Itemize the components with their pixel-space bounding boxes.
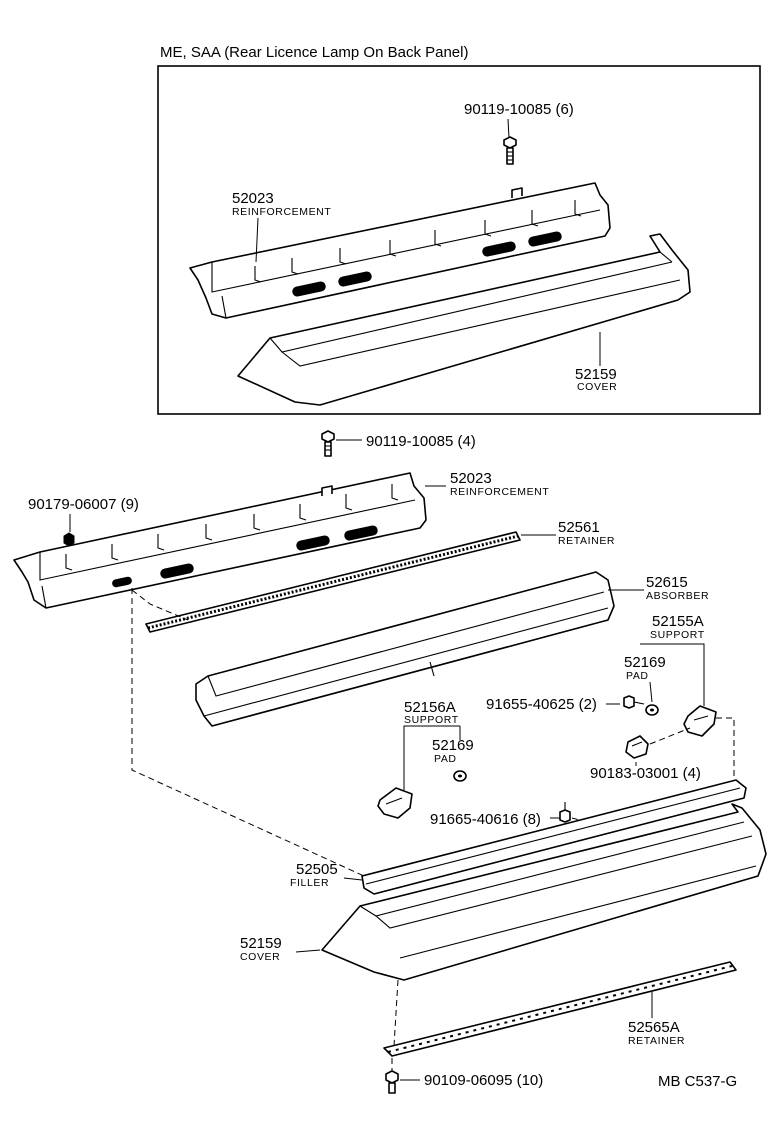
inset-frame	[157, 65, 761, 415]
leader-line	[640, 643, 705, 706]
support-right-name: SUPPORT	[650, 629, 705, 641]
support-right-number: 52155A	[652, 613, 704, 630]
clip-label: 90183-03001 (4)	[590, 765, 701, 782]
lower-bolt-label: 90109-06095 (10)	[424, 1072, 543, 1089]
dashed-guide	[649, 727, 691, 745]
bolt-icon	[321, 430, 335, 457]
filler-part	[361, 779, 747, 895]
dashed-guide	[131, 589, 189, 621]
filler-name: FILLER	[290, 877, 329, 889]
dashed-guide	[393, 979, 399, 1047]
inset-cover-number: 52159	[575, 366, 617, 383]
leader-line	[649, 681, 653, 703]
leader-line	[255, 217, 259, 263]
inset-bolt-icon	[503, 136, 517, 165]
absorber-number: 52615	[646, 574, 688, 591]
inset-cover-name: COVER	[577, 381, 617, 393]
absorber-part	[195, 571, 615, 727]
filler-number: 52505	[296, 861, 338, 878]
screw-right-icon	[623, 695, 645, 709]
clip-icon	[625, 735, 649, 759]
inset-title: ME, SAA (Rear Licence Lamp On Back Panel…	[160, 44, 468, 61]
pad-right-number: 52169	[624, 654, 666, 671]
lower-retainer-name: RETAINER	[628, 1035, 685, 1047]
inset-cover-part	[237, 233, 691, 406]
inset-reinforcement-name: REINFORCEMENT	[232, 206, 331, 218]
pad-left-part	[453, 770, 467, 782]
leader-line	[343, 877, 363, 881]
leader-line	[403, 725, 460, 790]
nut-label: 90179-06007 (9)	[28, 496, 139, 513]
support-left-number: 52156A	[404, 699, 456, 716]
lower-retainer-part	[383, 961, 737, 1057]
screw-left-label: 91665-40616 (8)	[430, 811, 541, 828]
cover-name: COVER	[240, 951, 280, 963]
retainer-name: RETAINER	[558, 535, 615, 547]
dashed-guide	[716, 717, 735, 782]
retainer-number: 52561	[558, 519, 600, 536]
pad-right-name: PAD	[626, 670, 649, 682]
support-left-part	[377, 787, 413, 819]
drawing-code: MB C537-G	[658, 1073, 737, 1090]
screw-right-label: 91655-40625 (2)	[486, 696, 597, 713]
inset-reinforcement-part	[189, 182, 611, 319]
bolt-label: 90119-10085 (4)	[366, 433, 476, 450]
retainer-part	[145, 531, 521, 633]
support-left-name: SUPPORT	[404, 714, 459, 726]
nut-icon	[63, 532, 75, 547]
absorber-name: ABSORBER	[646, 590, 709, 602]
leader-line	[295, 949, 321, 953]
inset-reinforcement-number: 52023	[232, 190, 274, 207]
support-right-part	[683, 705, 717, 737]
pad-left-number: 52169	[432, 737, 474, 754]
cover-number: 52159	[240, 935, 282, 952]
lower-retainer-number: 52565A	[628, 1019, 680, 1036]
reinforcement-name: REINFORCEMENT	[450, 486, 549, 498]
cover-part	[321, 803, 767, 981]
dashed-guide	[131, 588, 365, 877]
pad-right-part	[645, 704, 659, 716]
screw-left-icon	[559, 802, 571, 823]
pad-left-name: PAD	[434, 753, 457, 765]
inset-bolt-label: 90119-10085 (6)	[464, 101, 574, 118]
reinforcement-part	[13, 472, 427, 609]
lower-bolt-icon	[385, 1070, 399, 1094]
reinforcement-number: 52023	[450, 470, 492, 487]
leader-line	[507, 118, 510, 139]
